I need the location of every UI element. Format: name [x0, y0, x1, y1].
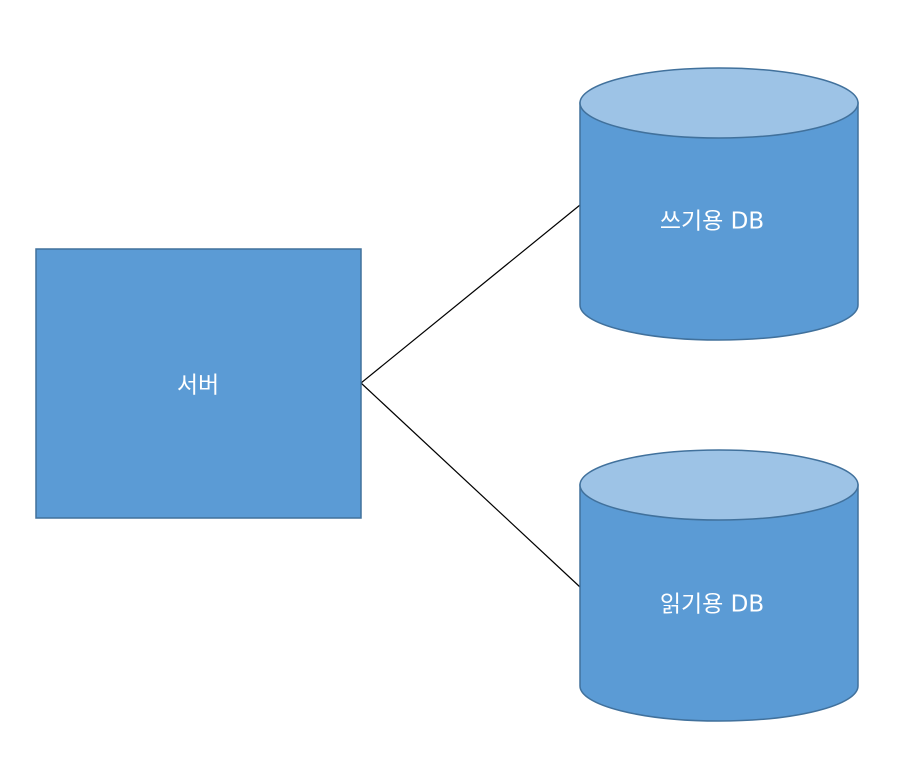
server-label: 서버 [177, 373, 219, 399]
write-db-cylinder-body [579, 102, 859, 341]
read-db-cylinder-body [579, 484, 859, 722]
read-db-cylinder-top [579, 449, 859, 521]
write-db-label: 쓰기용 DB [660, 209, 764, 235]
write-db-cylinder-top [579, 67, 859, 139]
server-box [35, 248, 362, 519]
read-db-label: 읽기용 DB [660, 592, 764, 618]
connector-server-to-write-db [360, 204, 581, 384]
read-db-node: 읽기용 DB [579, 449, 859, 722]
server-node: 서버 [35, 248, 362, 519]
write-db-node: 쓰기용 DB [579, 67, 859, 341]
connector-server-to-read-db [360, 382, 581, 588]
